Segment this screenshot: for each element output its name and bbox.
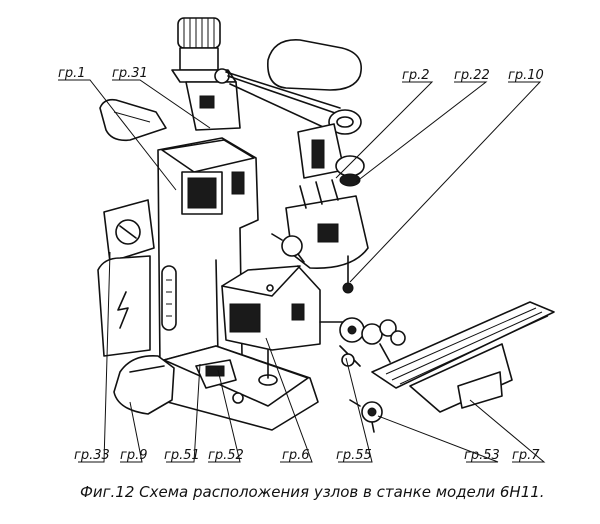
label-gr53: гр.53 xyxy=(464,448,500,463)
figure-caption: Фиг.12 Схема расположения узлов в станке… xyxy=(80,483,545,501)
work-table xyxy=(349,301,555,433)
label-gr2: гр.2 xyxy=(402,68,430,83)
label-gr1: гр.1 xyxy=(58,66,86,81)
label-gr6: гр.6 xyxy=(282,448,310,463)
label-gr7: гр.7 xyxy=(512,448,540,463)
label-gr55: гр.55 xyxy=(336,448,372,463)
label-gr31: гр.31 xyxy=(112,66,148,81)
machine-base xyxy=(113,345,319,431)
drive-motor xyxy=(171,17,241,131)
label-gr9: гр.9 xyxy=(120,448,148,463)
belt-guard-cover xyxy=(267,39,362,91)
label-gr52: гр.52 xyxy=(208,448,244,463)
label-gr33: гр.33 xyxy=(74,448,110,463)
belt-drive xyxy=(225,71,362,135)
label-gr51: гр.51 xyxy=(164,448,200,463)
label-gr22: гр.22 xyxy=(454,68,490,83)
leader-lines xyxy=(58,79,546,463)
console-knee xyxy=(221,265,321,351)
label-gr10: гр.10 xyxy=(508,68,544,83)
electric-cabinet xyxy=(97,199,155,357)
feed-gearbox xyxy=(319,317,406,367)
